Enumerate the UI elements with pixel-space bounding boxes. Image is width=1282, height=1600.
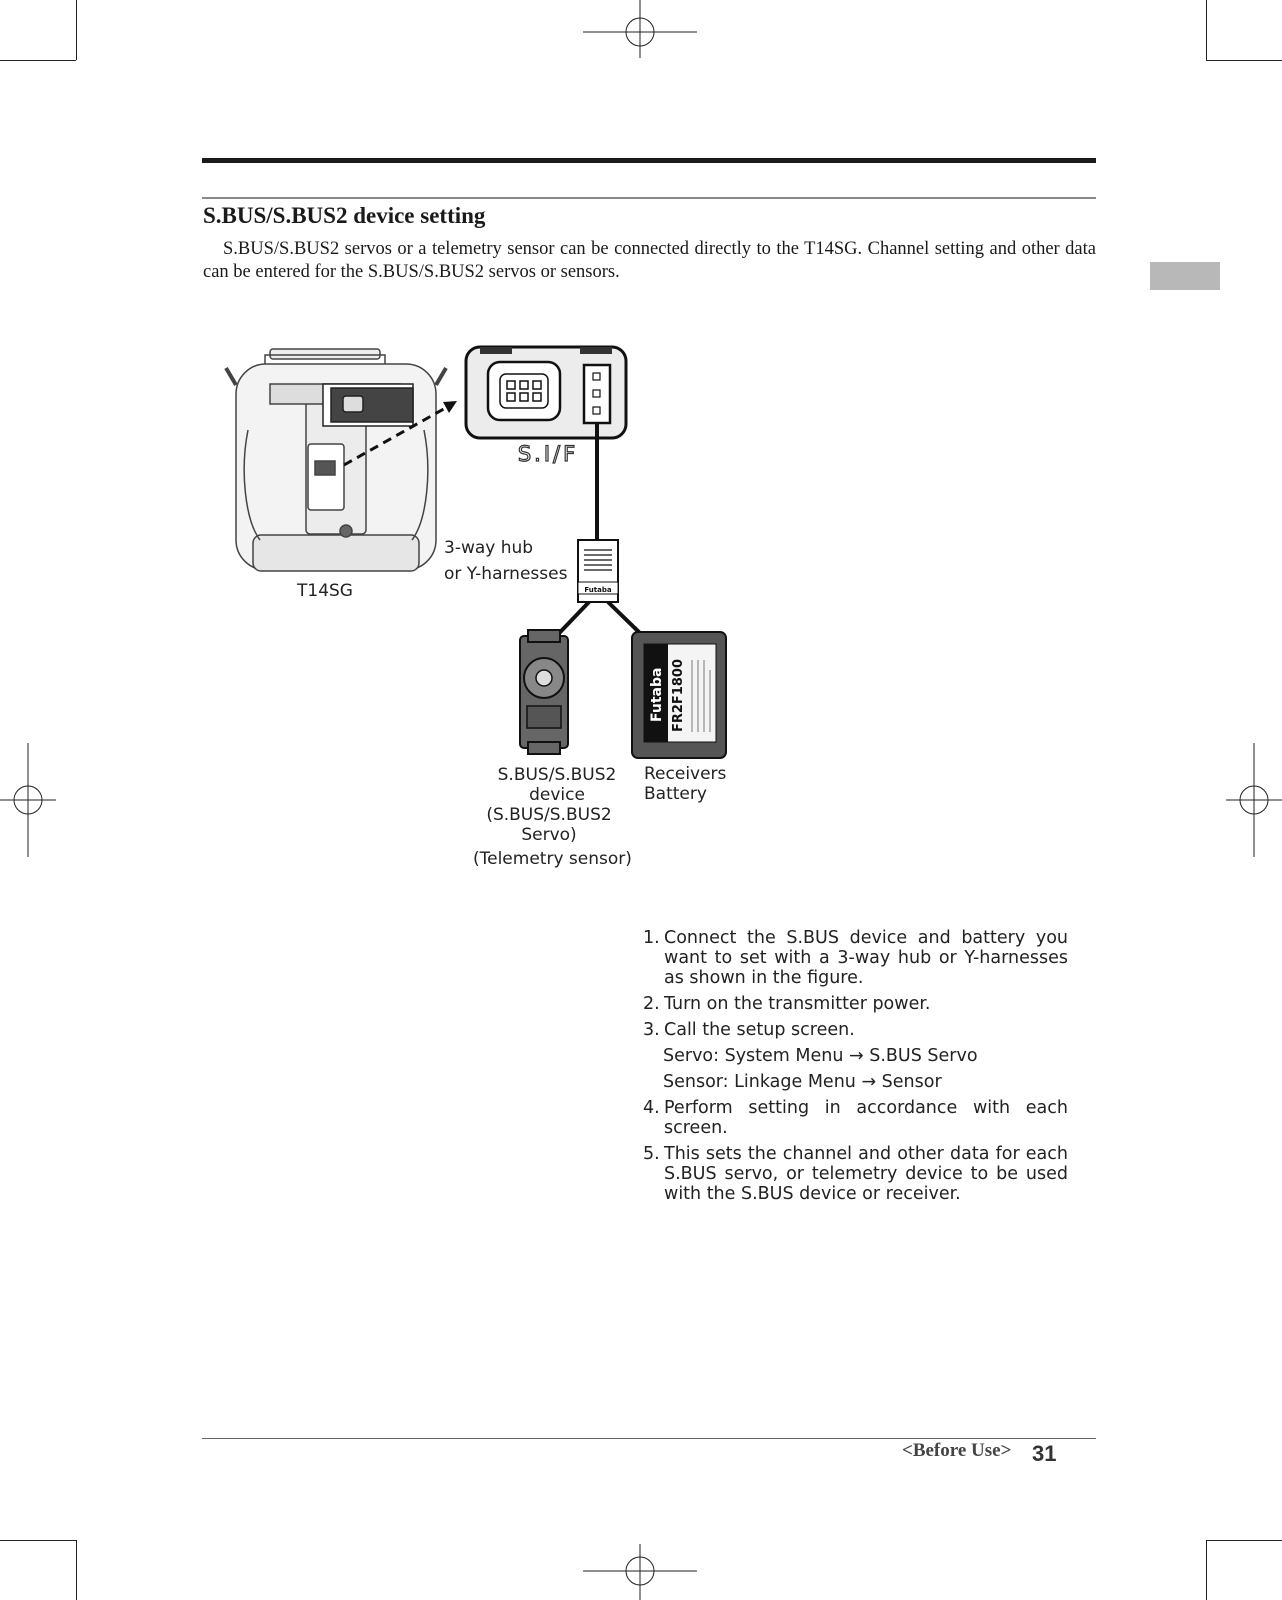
receiver-label-line1: Receivers	[644, 764, 727, 784]
chapter-tab	[1150, 262, 1220, 290]
hub-illustration: Futaba	[577, 539, 619, 603]
footer-rule	[202, 1438, 1096, 1439]
device-label: S.BUS/S.BUS2 device	[482, 765, 632, 805]
procedure-steps: 1. Connect the S.BUS device and battery …	[643, 928, 1068, 1210]
transmitter-illustration	[224, 348, 448, 572]
step-text: Call the setup screen.	[664, 1020, 855, 1040]
servo-illustration	[519, 629, 569, 755]
receiver-label-line2: Battery	[644, 784, 707, 804]
step-text: Connect the S.BUS device and battery you…	[664, 928, 1068, 988]
step-number: 5.	[643, 1144, 660, 1164]
top-rule	[202, 158, 1096, 163]
hub-label-line2: or Y-harnesses	[444, 564, 568, 584]
device-label-line2: device	[529, 785, 585, 805]
hub-brand: Futaba	[584, 586, 611, 594]
step-text: Perform setting in accordance with each …	[664, 1098, 1068, 1138]
section-title: S.BUS/S.BUS2 device setting	[203, 203, 486, 228]
page-number: 31	[1032, 1441, 1057, 1466]
hub-label-line1: 3-way hub	[444, 538, 534, 558]
step-1: 1. Connect the S.BUS device and battery …	[643, 928, 1068, 988]
battery-illustration: Futaba FR2F1800	[631, 631, 727, 759]
step-2: 2. Turn on the transmitter power.	[643, 994, 1068, 1014]
transmitter-label: T14SG	[297, 581, 353, 601]
footer-section-name: <Before Use>	[902, 1440, 1012, 1461]
step-number: 3.	[643, 1020, 660, 1040]
connection-diagram: S.I/F Futaba Futaba FR2F1800	[224, 345, 727, 759]
servo-label-line1: (S.BUS/S.BUS2	[486, 805, 612, 825]
receiver-label: Receivers Battery	[644, 764, 726, 804]
sif-label: S.I/F	[518, 442, 578, 466]
title-rule	[202, 197, 1096, 199]
step-number: 4.	[643, 1098, 660, 1118]
servo-label: (S.BUS/S.BUS2 Servo)	[474, 805, 624, 845]
step-text: Turn on the transmitter power.	[664, 994, 931, 1014]
battery-model: FR2F1800	[671, 659, 686, 732]
step-number: 1.	[643, 928, 660, 948]
step-number: 2.	[643, 994, 660, 1014]
servo-label-line2: Servo)	[521, 825, 577, 845]
substep-sensor: Sensor: Linkage Menu → Sensor	[663, 1072, 942, 1092]
step-4: 4. Perform setting in accordance with ea…	[643, 1098, 1068, 1138]
sif-port-illustration	[464, 345, 628, 440]
battery-brand: Futaba	[649, 668, 665, 722]
device-label-line1: S.BUS/S.BUS2	[497, 765, 617, 785]
step-3: 3. Call the setup screen.	[643, 1020, 1068, 1040]
sensor-label: (Telemetry sensor)	[473, 849, 632, 869]
step-5: 5. This sets the channel and other data …	[643, 1144, 1068, 1204]
step-text: This sets the channel and other data for…	[664, 1144, 1068, 1204]
substep-servo: Servo: System Menu → S.BUS Servo	[663, 1046, 978, 1066]
intro-paragraph: S.BUS/S.BUS2 servos or a telemetry senso…	[203, 239, 1096, 282]
